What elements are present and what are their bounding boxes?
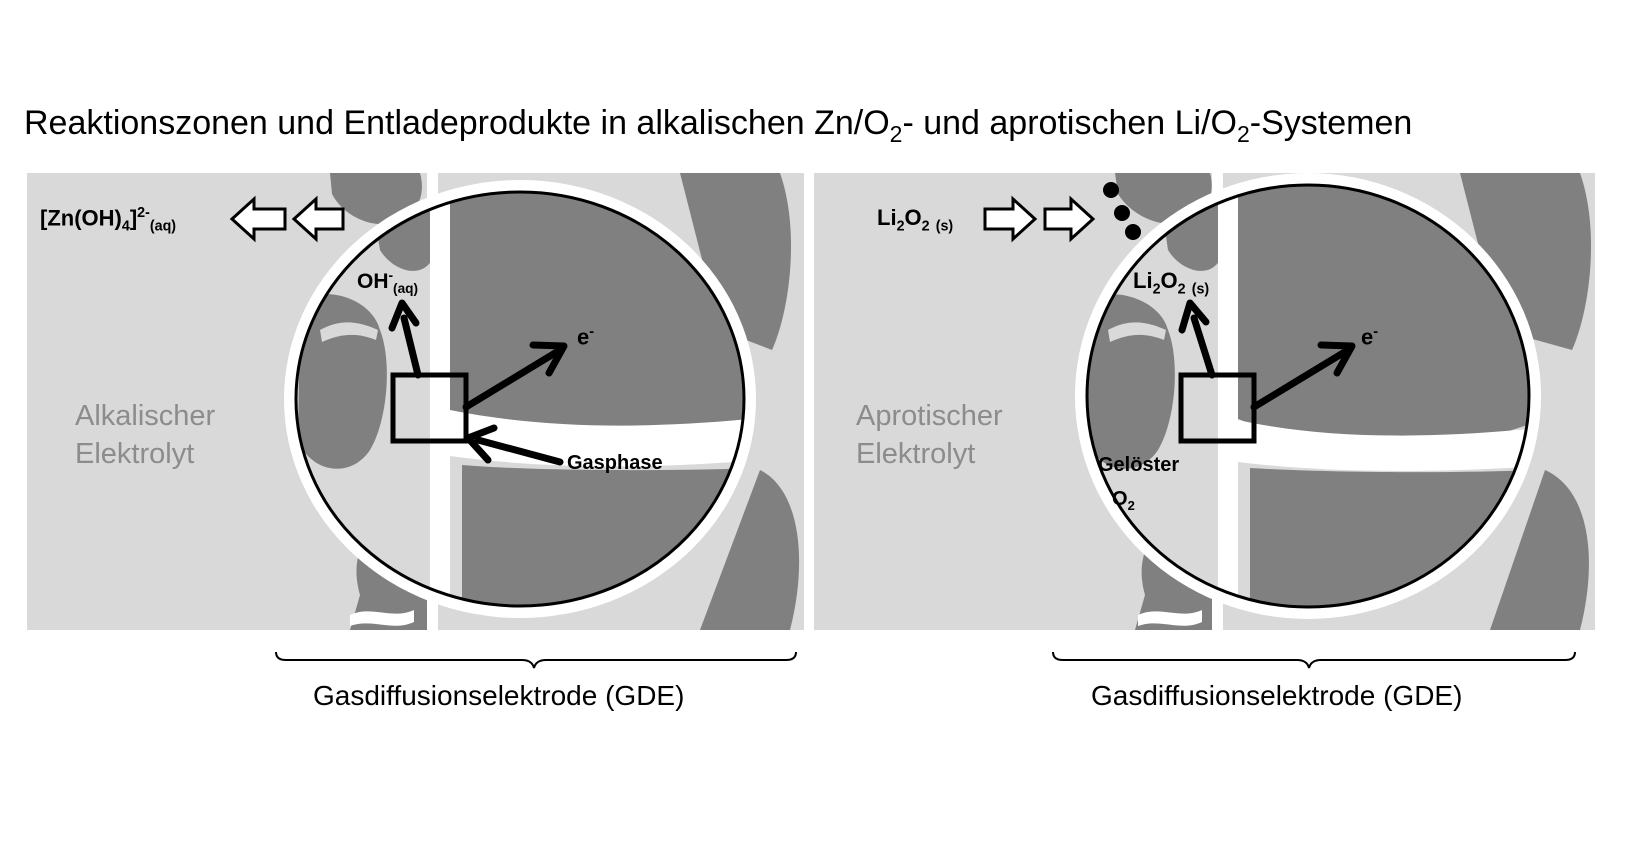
left-hydroxide-label: OH-(aq) xyxy=(357,268,419,297)
right-inner-product-label: Li2O2 (s) xyxy=(1133,268,1210,298)
right-arrow-product xyxy=(1178,299,1216,379)
right-zoom-pore-streak xyxy=(1108,322,1166,342)
right-carbon-right-bottom xyxy=(1490,470,1589,630)
left-zoom-carbon-pore xyxy=(298,294,387,469)
left-arrow-oh xyxy=(388,299,422,379)
right-zoom-gas-vertical xyxy=(1218,185,1238,607)
right-panel xyxy=(814,173,1595,630)
left-product-label: [Zn(OH)4]2-(aq) xyxy=(40,205,177,235)
right-zoom-gas-horizontal xyxy=(1238,420,1529,471)
left-carbon-right-bottom xyxy=(700,470,800,630)
right-carbon-right-top xyxy=(1460,173,1592,350)
right-gde-brace xyxy=(1052,651,1576,669)
diagram-title: Reaktionszonen und Entladeprodukte in al… xyxy=(24,104,1413,147)
left-panel xyxy=(27,173,804,630)
left-magnifier-outline xyxy=(294,190,746,608)
right-particle-dot-2 xyxy=(1114,205,1130,221)
left-zoom-gas-vertical xyxy=(430,192,450,606)
right-product-label: Li2O2 (s) xyxy=(877,205,954,235)
left-gas-squiggle xyxy=(350,610,414,626)
left-zoom-pore-streak xyxy=(320,322,378,342)
left-hollow-arrow-1 xyxy=(229,195,287,243)
right-hollow-arrow-1 xyxy=(983,195,1038,243)
left-arrow-electron xyxy=(462,341,568,411)
left-gde-label: Gasdiffusionselektrode (GDE) xyxy=(313,680,685,711)
right-electron-label: e- xyxy=(1361,324,1379,350)
right-particle-dot-3 xyxy=(1125,224,1141,240)
right-zoom-carbon-main xyxy=(1228,185,1529,453)
left-gasphase-label: Gasphase xyxy=(567,452,663,474)
left-hollow-arrow-2 xyxy=(291,195,345,243)
right-gde-label: Gasdiffusionselektrode (GDE) xyxy=(1091,680,1463,711)
left-gde-brace xyxy=(275,651,797,669)
right-arrow-electron xyxy=(1250,341,1356,411)
left-carbon-right-top xyxy=(680,173,792,350)
right-gas-squiggle xyxy=(1138,610,1202,626)
right-magnifier-outline xyxy=(1085,183,1531,609)
right-particle-dot-1 xyxy=(1103,182,1119,198)
left-electron-label: e- xyxy=(577,324,595,350)
left-arrow-gas xyxy=(464,424,564,466)
right-zoom-carbon-pore xyxy=(1087,294,1175,469)
right-hollow-arrow-2 xyxy=(1043,195,1096,243)
